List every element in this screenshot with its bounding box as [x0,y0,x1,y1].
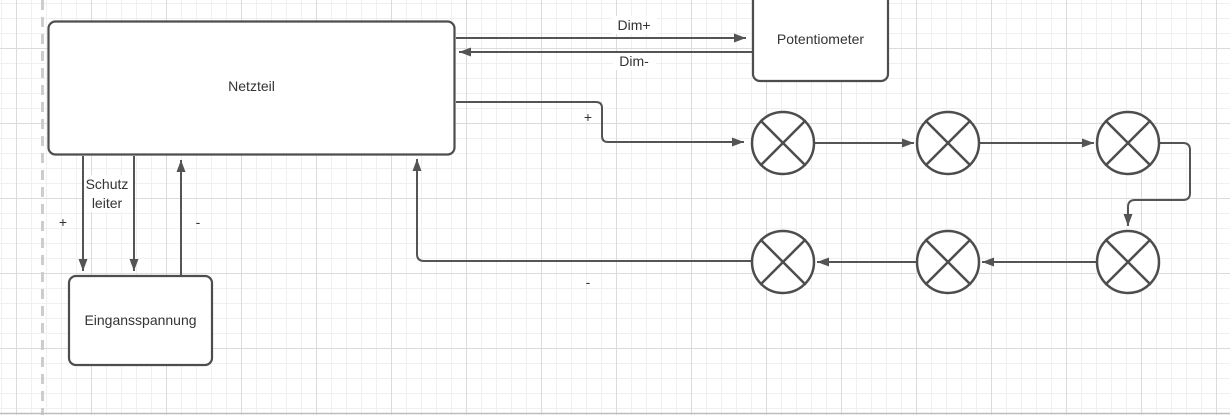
label-background [82,175,133,212]
netzteil-box[interactable] [47,20,456,156]
label-background [612,16,657,34]
lamp-icon-1[interactable] [750,110,816,176]
node-potentiometer[interactable]: Potentiometer [751,0,890,83]
edge-lamp3-lamp4[interactable] [1123,142,1191,226]
potentiometer-label: Potentiometer [777,31,864,47]
lamp-icon-5[interactable] [915,229,981,295]
lamp-icon-3[interactable] [1095,110,1161,176]
netzteil-label: Netzteil [228,78,275,94]
label-background [613,53,656,70]
schutzleiter-label-line2[interactable]: leiter [92,195,123,211]
eingansspannung-label: Eingansspannung [84,312,196,328]
potentiometer-box[interactable] [751,0,890,83]
node-netzteil[interactable]: Netzteil [47,20,456,156]
lamp-icon-4[interactable] [1095,229,1161,295]
lamp-icon-6[interactable] [750,229,816,295]
edge-supply-plus[interactable] [456,101,744,147]
dim-plus-label[interactable]: Dim+ [617,17,650,33]
supply-plus-label[interactable]: + [584,109,592,125]
eingansspannung-box[interactable] [67,274,214,367]
schutzleiter-label-line1[interactable]: Schutz [86,176,129,192]
supply-minus-label[interactable]: - [586,274,591,290]
input-plus-label[interactable]: + [59,214,67,230]
input-minus-label[interactable]: - [196,214,201,230]
node-eingansspannung[interactable]: Eingansspannung [67,274,214,367]
edge-supply-minus-return[interactable] [412,159,751,262]
dim-minus-label[interactable]: Dim- [619,53,649,69]
lamp-icon-2[interactable] [915,110,981,176]
